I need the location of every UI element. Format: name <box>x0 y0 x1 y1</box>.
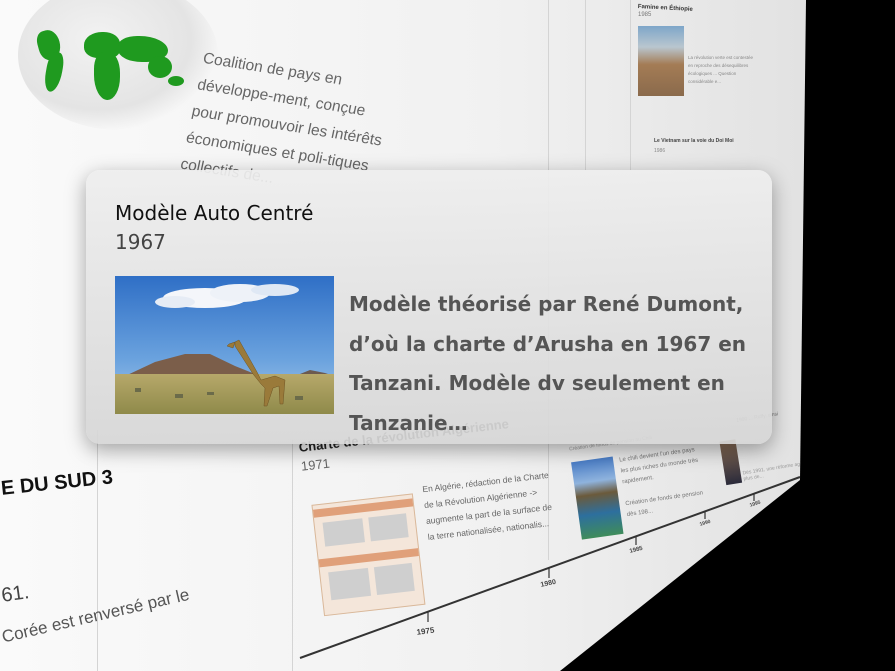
landscape-photo <box>638 26 684 96</box>
timeline-divider <box>630 0 631 170</box>
event-year: 1985 <box>638 12 652 18</box>
timeline-divider <box>97 430 98 671</box>
event-detail-popup[interactable]: Modèle Auto Centré 1967 <box>86 170 772 444</box>
world-map-image[interactable] <box>18 0 218 130</box>
popup-description: Modèle théorisé par René Dumont, d’où la… <box>349 292 747 435</box>
map-landmass <box>94 52 120 100</box>
giraffe-savanna-illustration <box>115 276 334 414</box>
timeline-divider <box>292 440 293 671</box>
timeline-divider <box>585 0 586 170</box>
event-year: 1986 <box>654 148 666 154</box>
event-description: La révolution verte est contestée en rep… <box>688 55 754 84</box>
map-landmass <box>148 56 172 78</box>
popup-year: 1967 <box>115 230 166 254</box>
axis-line <box>299 476 801 659</box>
giraffe-photo <box>115 276 334 414</box>
map-landmass <box>168 76 184 86</box>
popup-title: Modèle Auto Centré <box>115 201 314 225</box>
event-title: Le Vietnam sur la voie du Doi Moi <box>654 138 734 144</box>
